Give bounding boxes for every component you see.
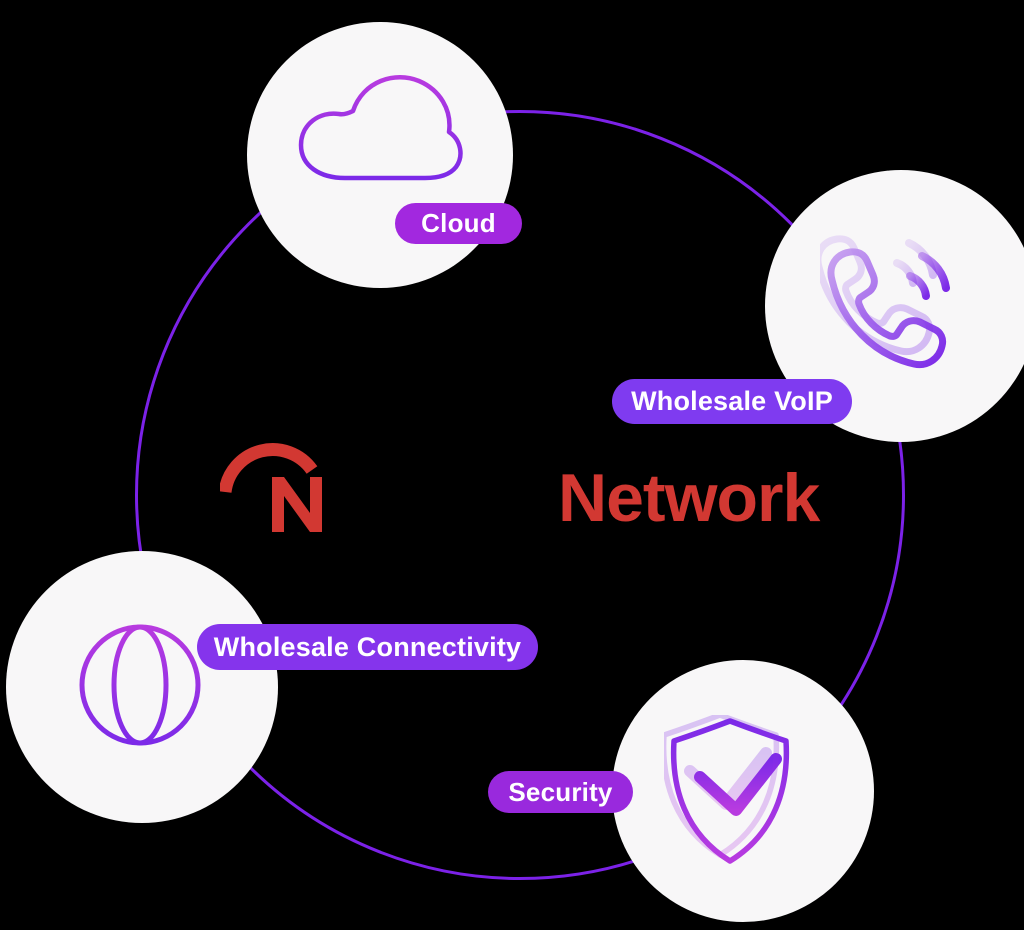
security-label: Security (508, 776, 613, 807)
wholesale-voip-label: Wholesale VoIP (631, 386, 833, 416)
globe-icon (79, 624, 201, 746)
connector-ring (135, 110, 905, 880)
phone-voip-icon (820, 232, 950, 369)
cloud-label: Cloud (421, 208, 496, 238)
shield-check-icon (664, 715, 790, 864)
brand-logo-text: Network (558, 460, 820, 536)
brand-logo-n-arc-icon (220, 443, 322, 532)
node-circle-wholesale-connectivity (6, 551, 278, 823)
cloud-icon (298, 75, 463, 181)
wholesale-connectivity-label: Wholesale Connectivity (213, 631, 522, 662)
wholesale-connectivity-label-pill[interactable]: Wholesale Connectivity (197, 624, 538, 670)
security-label-pill[interactable]: Security (488, 771, 633, 813)
cloud-label-pill[interactable]: Cloud (395, 203, 522, 244)
wholesale-voip-label-pill[interactable]: Wholesale VoIP (612, 379, 852, 424)
